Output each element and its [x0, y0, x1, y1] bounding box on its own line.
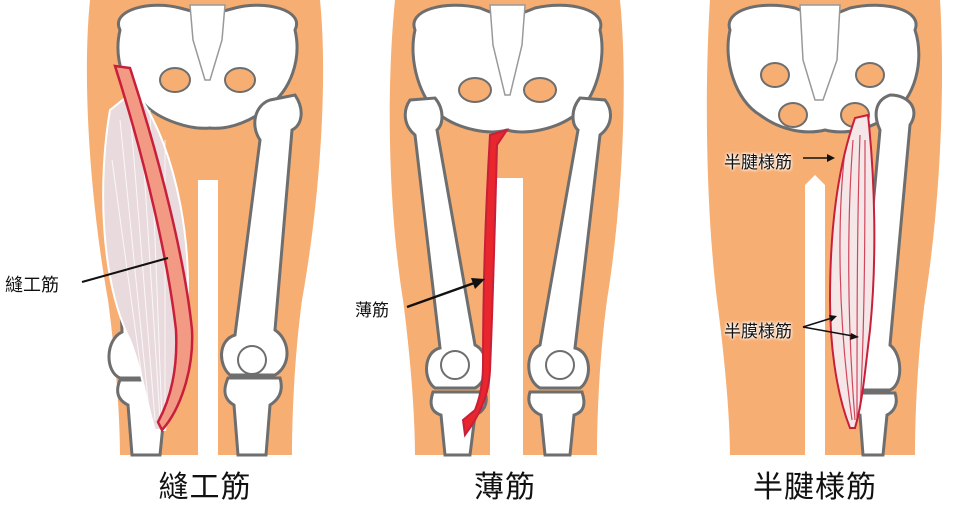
- femur-bone-right: [527, 96, 612, 390]
- semitendinosus-label: 半腱様筋: [724, 153, 792, 173]
- sartorius-muscle: [113, 64, 194, 433]
- tibia-bone: [223, 376, 283, 457]
- sacrum-bone: [489, 4, 526, 96]
- caption-sartorius: 縫工筋: [158, 470, 252, 505]
- panel-gracilis: [385, 0, 630, 460]
- tibia-bone-right: [527, 390, 586, 457]
- quadriceps-muscle: [102, 88, 189, 431]
- gracilis-label: 薄筋: [355, 301, 389, 321]
- sartorius-illustration: [81, 0, 324, 457]
- femur-bone: [220, 93, 303, 377]
- caption-gracilis: 薄筋: [474, 470, 536, 505]
- panel-sartorius: [70, 0, 340, 460]
- sacrum-bone: [189, 4, 226, 81]
- caption-hamstrings: 半腱様筋: [753, 470, 877, 505]
- semimembranosus-label: 半膜様筋: [724, 322, 792, 342]
- gracilis-illustration: [389, 0, 624, 457]
- hamstrings-illustration: [706, 0, 943, 457]
- semimembranosus-muscle: [839, 134, 866, 421]
- tibia-bone-left: [429, 390, 488, 457]
- femur-bone-left: [403, 96, 488, 390]
- sacrum-bone: [799, 4, 841, 101]
- gracilis-muscle: [461, 128, 510, 438]
- sartorius-label: 縫工筋: [5, 275, 59, 296]
- panel-hamstrings: [705, 0, 945, 460]
